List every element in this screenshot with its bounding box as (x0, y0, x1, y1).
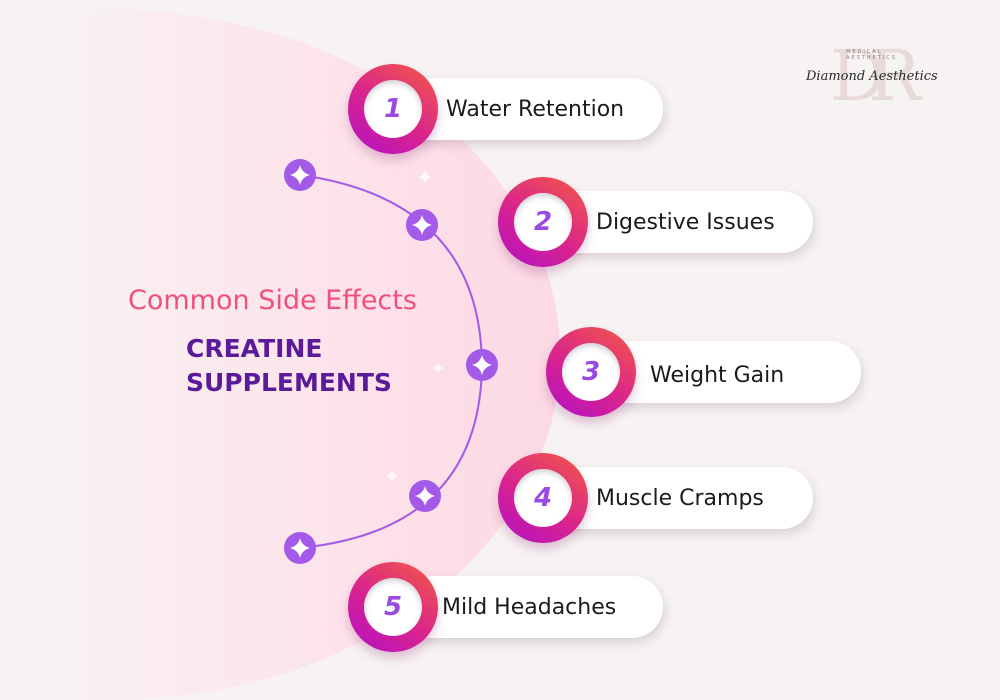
sparkle-node-4 (409, 480, 441, 512)
side-effect-pill (548, 191, 813, 253)
badge-number: 4 (533, 483, 553, 513)
sparkle-node-5 (284, 532, 316, 564)
heading-title-line-2: SUPPLEMENTS (186, 368, 392, 397)
number-badge: 1 (348, 64, 438, 154)
sparkle-node-3 (466, 349, 498, 381)
side-effect-item-1: 1 Water Retention (348, 64, 668, 154)
logo-name: Diamond Aesthetics (806, 69, 938, 84)
logo-tagline: MEDICAL AESTHETICS (846, 49, 897, 61)
side-effect-item-3: 3 Weight Gain (546, 327, 866, 417)
sparkle-node-2 (406, 209, 438, 241)
number-badge: 4 (498, 453, 588, 543)
side-effect-pill (398, 78, 663, 140)
side-effect-item-2: 2 Digestive Issues (498, 177, 818, 267)
brand-logo: DR MEDICAL AESTHETICS Diamond Aesthetics (800, 35, 938, 117)
side-effect-label: Water Retention (446, 97, 625, 122)
heading-subtitle: Common Side Effects (128, 285, 417, 316)
side-effect-label: Digestive Issues (596, 210, 775, 235)
side-effect-label: Muscle Cramps (596, 486, 764, 511)
badge-number: 5 (383, 592, 403, 622)
side-effect-pill (548, 467, 813, 529)
number-badge: 2 (498, 177, 588, 267)
side-effect-label: Weight Gain (650, 363, 785, 388)
side-effect-label: Mild Headaches (442, 595, 617, 620)
background-sparkles (386, 170, 444, 482)
number-badge: 5 (348, 562, 438, 652)
side-effect-pill (596, 341, 861, 403)
badge-number: 2 (533, 207, 553, 237)
sparkle-node-1 (284, 159, 316, 191)
heading-title: CREATINE SUPPLEMENTS (186, 332, 392, 400)
number-badge: 3 (546, 327, 636, 417)
heading-title-line-1: CREATINE (186, 334, 323, 363)
side-effect-pill (398, 576, 663, 638)
side-effect-item-4: 4 Muscle Cramps (498, 453, 818, 543)
badge-number: 3 (581, 357, 601, 387)
badge-number: 1 (383, 94, 403, 124)
side-effect-item-5: 5 Mild Headaches (348, 562, 668, 652)
